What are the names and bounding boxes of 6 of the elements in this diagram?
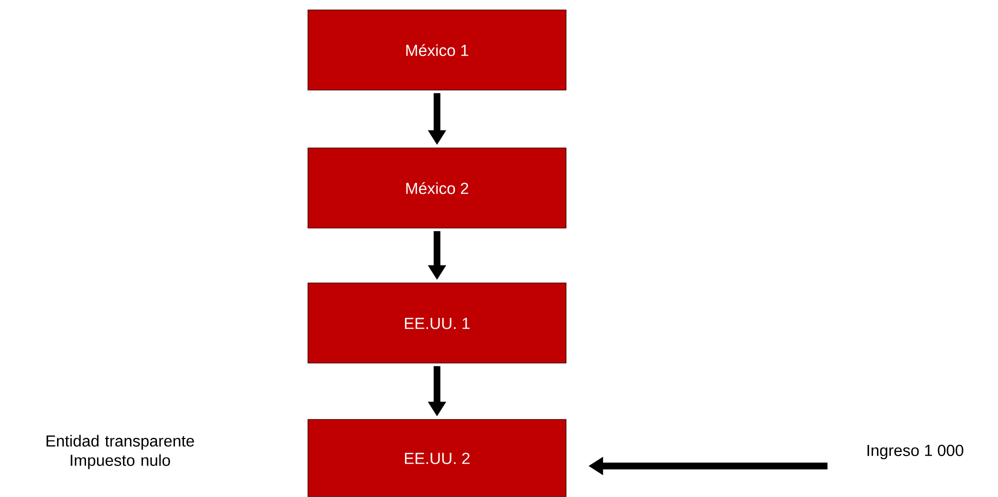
process-box: México 1 bbox=[308, 10, 566, 90]
process-box: México 2 bbox=[308, 148, 566, 228]
note-text: Entidad transparente Impuesto nulo bbox=[46, 434, 194, 470]
process-box: EE.UU. 2 bbox=[308, 419, 566, 497]
process-box: EE.UU. 1 bbox=[308, 282, 566, 364]
text-label: Ingreso 1 000 bbox=[868, 444, 964, 460]
